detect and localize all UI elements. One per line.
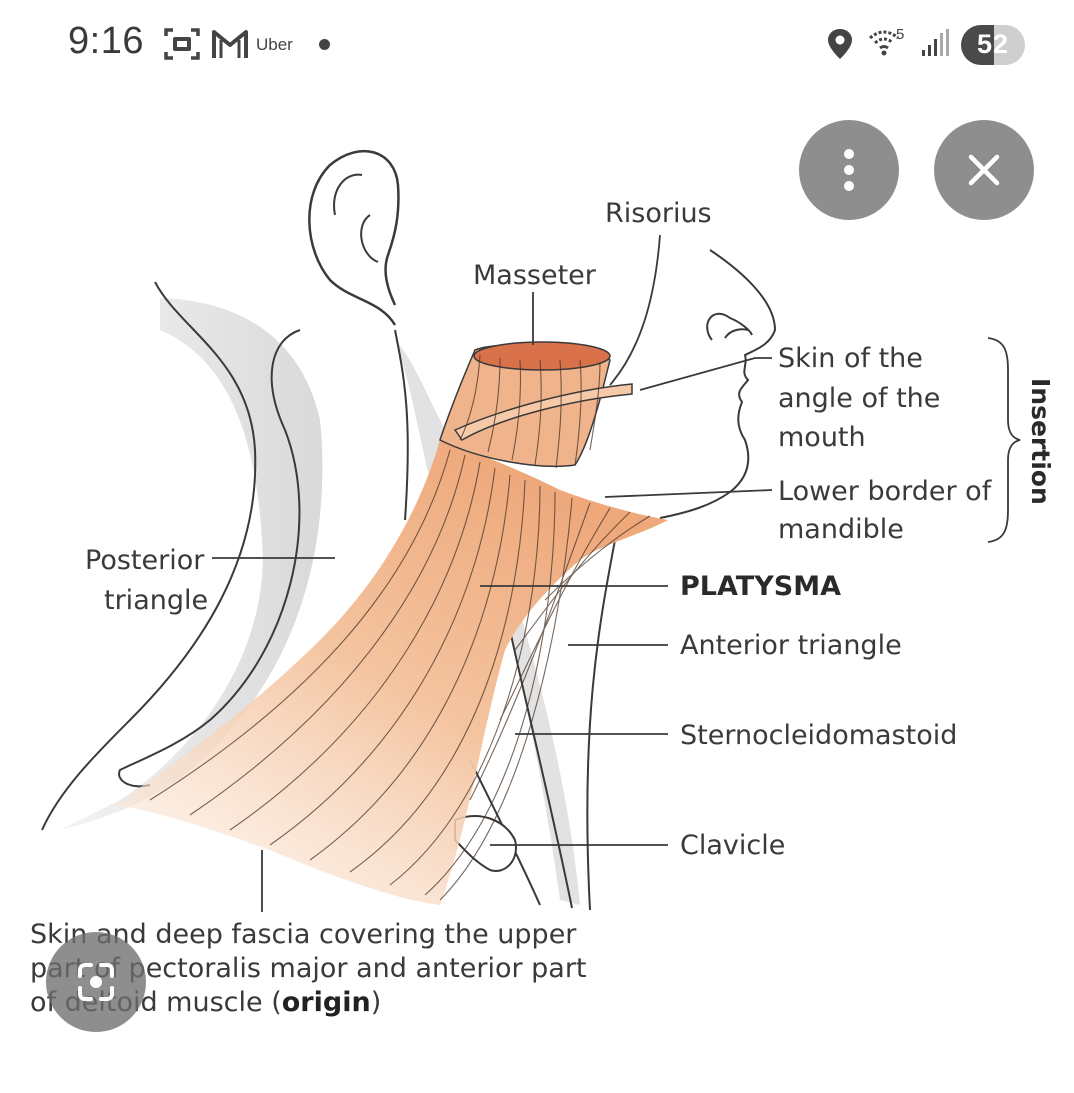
platysma-fibers	[149, 354, 651, 901]
label-insertion: Insertion	[1026, 378, 1055, 505]
risorius-leader	[609, 234, 661, 386]
status-bar: 9:16 Uber 5 52	[0, 0, 1074, 90]
close-icon	[968, 154, 1000, 186]
front-neck-outline	[586, 539, 616, 911]
label-masseter: Masseter	[473, 260, 597, 291]
status-time: 9:16	[68, 20, 144, 62]
face-profile-outline	[659, 249, 777, 519]
more-vertical-icon	[844, 149, 854, 191]
leader-lines	[212, 234, 1021, 912]
location-icon	[828, 29, 852, 59]
wifi-icon	[869, 30, 899, 56]
masseter-cut-surface	[473, 341, 611, 371]
close-button[interactable]	[934, 120, 1034, 220]
battery-fill	[961, 25, 995, 65]
lower-border-leader	[604, 489, 773, 498]
label-sternocleidomastoid: Sternocleidomastoid	[680, 720, 957, 751]
google-lens-icon	[78, 963, 114, 1001]
label-skin-angle-3: mouth	[778, 422, 866, 453]
notification-dot-icon	[319, 39, 330, 50]
gmail-icon	[212, 30, 248, 58]
risorius-muscle	[453, 383, 633, 441]
ear-inner-outline	[333, 173, 379, 263]
label-platysma: PLATYSMA	[680, 571, 841, 602]
battery-icon: 52	[961, 25, 1025, 65]
posterior-triangle-region	[60, 298, 323, 830]
wifi-generation-label: 5	[896, 26, 905, 43]
label-clavicle: Clavicle	[680, 830, 785, 861]
label-risorius: Risorius	[605, 198, 712, 229]
label-posterior-2: triangle	[104, 585, 208, 616]
more-options-button[interactable]	[799, 120, 899, 220]
caption-origin-bold: origin	[281, 987, 371, 1018]
caption-line-3-post: )	[370, 987, 382, 1018]
label-skin-angle-1: Skin of the	[778, 343, 923, 374]
skin-angle-leader	[639, 357, 772, 391]
screenshot-icon	[164, 28, 200, 60]
signal-icon	[922, 29, 949, 56]
clavicle-shape	[454, 815, 517, 872]
label-posterior-1: Posterior	[85, 545, 205, 576]
insertion-bracket	[987, 337, 1021, 543]
uber-notification-label: Uber	[256, 35, 293, 54]
battery-level: 52	[976, 29, 1010, 59]
ear-outline	[308, 149, 400, 326]
label-anterior-triangle: Anterior triangle	[680, 630, 902, 661]
neck-back-outline	[41, 281, 257, 831]
nostril-outline	[706, 312, 753, 341]
label-lower-border-2: mandible	[778, 514, 904, 545]
trapezius-outline	[118, 329, 301, 788]
label-lower-border-1: Lower border of	[778, 476, 993, 507]
label-skin-angle-2: angle of the	[778, 383, 940, 414]
google-lens-button[interactable]	[46, 932, 146, 1032]
